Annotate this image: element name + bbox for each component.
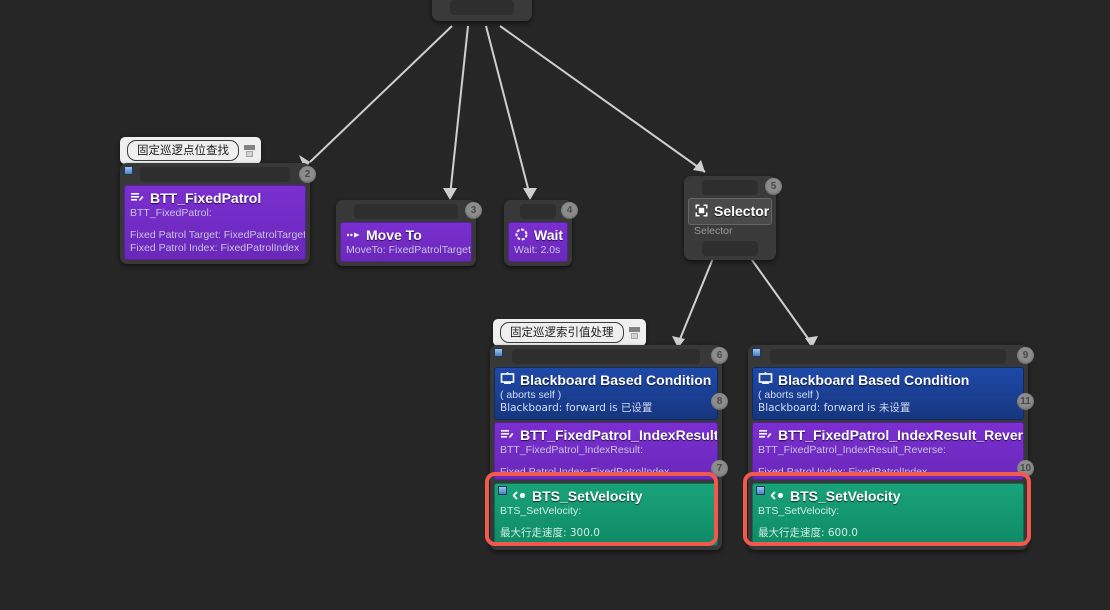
right-service[interactable]: BTS_SetVelocity BTS_SetVelocity: 最大行走速度:… bbox=[752, 483, 1024, 546]
selector-title: Selector bbox=[714, 202, 770, 219]
move-to-pin-strip[interactable] bbox=[354, 204, 458, 219]
wait-index-badge: 4 bbox=[561, 202, 578, 219]
input-pin[interactable] bbox=[752, 348, 761, 357]
fixed-patrol-title-row: BTT_FixedPatrol bbox=[130, 188, 300, 207]
right-service-line-0: BTS_SetVelocity: bbox=[758, 505, 840, 517]
selector-icon bbox=[694, 203, 709, 218]
fixed-patrol-line-2: Fixed Patrol Index: FixedPatrolIndex bbox=[130, 242, 300, 254]
right-task-title: BTT_FixedPatrol_IndexResult_Reverse bbox=[778, 426, 1024, 443]
pin-icon[interactable] bbox=[628, 326, 641, 340]
left-task-line-0: BTT_FixedPatrol_IndexResult: bbox=[500, 444, 643, 456]
right-service-title: BTS_SetVelocity bbox=[790, 487, 901, 504]
node-move-to[interactable]: Move To MoveTo: FixedPatrolTarget 3 bbox=[336, 200, 482, 266]
fixed-patrol-line-1: Fixed Patrol Target: FixedPatrolTarget bbox=[130, 229, 306, 241]
right-task-title-row: BTT_FixedPatrol_IndexResult_Reverse bbox=[758, 425, 1023, 444]
right-decorator-title: Blackboard Based Condition bbox=[778, 371, 970, 388]
fixed-patrol-index-badge: 2 bbox=[299, 166, 316, 183]
move-to-icon bbox=[346, 227, 361, 242]
left-task-title: BTT_FixedPatrol_IndexResult bbox=[520, 426, 718, 443]
move-to-title-row: Move To bbox=[346, 225, 466, 244]
service-pin[interactable] bbox=[756, 486, 765, 495]
selector-title-row: Selector bbox=[694, 201, 770, 220]
left-decorator-title-row: Blackboard Based Condition bbox=[500, 370, 712, 389]
input-pin[interactable] bbox=[124, 166, 133, 175]
fixed-patrol-line-0: BTT_FixedPatrol: bbox=[130, 207, 212, 219]
right-branch-badge-mid: 11 bbox=[1017, 393, 1034, 410]
right-branch-badge-top: 9 bbox=[1017, 347, 1034, 364]
node-btt-fixed-patrol[interactable]: BTT_FixedPatrol BTT_FixedPatrol: Fixed P… bbox=[120, 163, 316, 264]
fixed-patrol-body: BTT_FixedPatrol BTT_FixedPatrol: Fixed P… bbox=[124, 185, 306, 260]
move-to-index-badge: 3 bbox=[465, 202, 482, 219]
fixed-patrol-pin-strip[interactable] bbox=[140, 167, 290, 182]
blackboard-icon bbox=[500, 372, 515, 387]
left-decorator-line-0: ( aborts self ) bbox=[500, 389, 562, 401]
left-service[interactable]: BTS_SetVelocity BTS_SetVelocity: 最大行走速度:… bbox=[494, 483, 718, 546]
right-task[interactable]: BTT_FixedPatrol_IndexResult_Reverse BTT_… bbox=[752, 422, 1024, 480]
blackboard-icon bbox=[758, 372, 773, 387]
right-service-title-row: BTS_SetVelocity bbox=[758, 486, 1018, 505]
wait-line-0: Wait: 2.0s bbox=[514, 244, 561, 256]
wait-icon bbox=[514, 227, 529, 242]
right-task-line-2: Forward: forward bbox=[758, 479, 1018, 480]
wait-pin-strip[interactable] bbox=[520, 204, 556, 219]
sequence-output-pin[interactable] bbox=[450, 0, 514, 15]
right-task-line-1: Fixed Patrol Index: FixedPatrolIndex bbox=[758, 466, 928, 478]
selector-body: Selector bbox=[688, 198, 772, 225]
node-selector[interactable]: Selector Selector 5 bbox=[684, 176, 782, 260]
node-left-branch[interactable]: Blackboard Based Condition ( aborts self… bbox=[490, 345, 728, 550]
comment-index-handle[interactable]: 固定巡逻索引值处理 bbox=[493, 319, 646, 346]
move-to-title: Move To bbox=[366, 226, 422, 243]
right-decorator-line-1: Blackboard: forward is 未设置 bbox=[758, 402, 911, 414]
selector-subtitle: Selector bbox=[694, 225, 733, 237]
service-pin[interactable] bbox=[498, 486, 507, 495]
selector-input-pin[interactable] bbox=[702, 180, 758, 195]
left-task-line-1: Fixed Patrol Index: FixedPatrolIndex bbox=[500, 466, 670, 478]
left-decorator[interactable]: Blackboard Based Condition ( aborts self… bbox=[494, 367, 718, 420]
task-icon bbox=[758, 427, 773, 442]
move-to-body: Move To MoveTo: FixedPatrolTarget bbox=[340, 222, 472, 262]
comment-patrol-point-label[interactable]: 固定巡逻点位查找 bbox=[127, 140, 239, 161]
right-branch-pin-strip[interactable] bbox=[770, 349, 1006, 364]
right-service-line-1: 最大行走速度: 600.0 bbox=[758, 527, 858, 539]
fixed-patrol-title: BTT_FixedPatrol bbox=[150, 189, 262, 206]
left-task-title-row: BTT_FixedPatrol_IndexResult bbox=[500, 425, 717, 444]
node-right-branch[interactable]: Blackboard Based Condition ( aborts self… bbox=[748, 345, 1034, 550]
left-branch-pin-strip[interactable] bbox=[512, 349, 700, 364]
wait-title-row: Wait bbox=[514, 225, 564, 244]
task-icon bbox=[130, 190, 145, 205]
selector-index-badge: 5 bbox=[765, 178, 782, 195]
service-icon bbox=[770, 488, 785, 503]
node-wait[interactable]: Wait Wait: 2.0s 4 bbox=[504, 200, 578, 266]
left-service-line-0: BTS_SetVelocity: bbox=[500, 505, 582, 517]
left-decorator-line-1: Blackboard: forward is 已设置 bbox=[500, 402, 653, 414]
right-decorator-line-0: ( aborts self ) bbox=[758, 389, 820, 401]
task-icon bbox=[500, 427, 515, 442]
input-pin[interactable] bbox=[494, 348, 503, 357]
left-branch-badge-top: 6 bbox=[711, 347, 728, 364]
move-to-line-0: MoveTo: FixedPatrolTarget bbox=[346, 244, 471, 256]
left-service-title: BTS_SetVelocity bbox=[532, 487, 643, 504]
right-decorator-title-row: Blackboard Based Condition bbox=[758, 370, 1018, 389]
right-branch-badge-low: 10 bbox=[1017, 460, 1034, 477]
pin-icon[interactable] bbox=[243, 144, 256, 158]
left-service-title-row: BTS_SetVelocity bbox=[500, 486, 712, 505]
left-decorator-title: Blackboard Based Condition bbox=[520, 371, 712, 388]
left-task[interactable]: BTT_FixedPatrol_IndexResult BTT_FixedPat… bbox=[494, 422, 718, 480]
wait-title: Wait bbox=[534, 226, 564, 243]
left-branch-badge-mid: 8 bbox=[711, 393, 728, 410]
node-sequence[interactable]: Sequence bbox=[432, 0, 532, 21]
comment-index-handle-label[interactable]: 固定巡逻索引值处理 bbox=[500, 322, 624, 343]
right-task-line-0: BTT_FixedPatrol_IndexResult_Reverse: bbox=[758, 444, 946, 456]
wait-body: Wait Wait: 2.0s bbox=[508, 222, 568, 262]
service-icon bbox=[512, 488, 527, 503]
left-task-line-2: Forward Patrol: forward bbox=[500, 479, 712, 480]
left-service-line-1: 最大行走速度: 300.0 bbox=[500, 527, 600, 539]
right-decorator[interactable]: Blackboard Based Condition ( aborts self… bbox=[752, 367, 1024, 420]
selector-output-pin[interactable] bbox=[702, 241, 758, 256]
left-branch-badge-low: 7 bbox=[711, 460, 728, 477]
comment-patrol-point[interactable]: 固定巡逻点位查找 bbox=[120, 137, 261, 164]
